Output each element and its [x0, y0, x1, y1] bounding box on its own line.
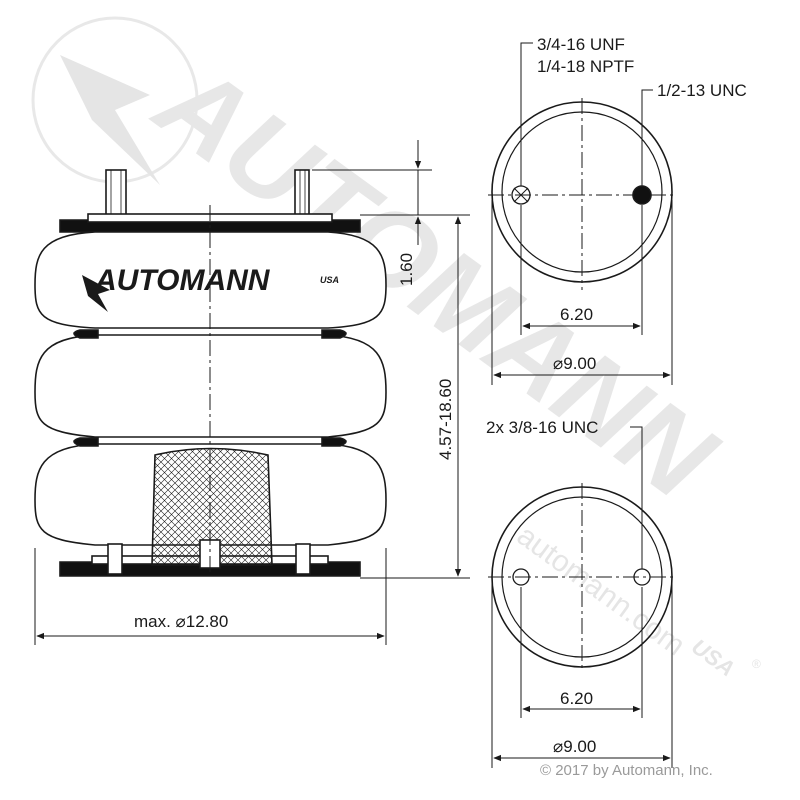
top-diameter-label: ⌀9.00 [553, 354, 596, 373]
girdle-ring-right-2 [321, 437, 347, 447]
bellows-logo: AUTOMANN USA [82, 264, 339, 312]
bottom-bolt-spacing-label: 6.20 [560, 689, 593, 708]
stud-hole-icon [632, 185, 652, 205]
stud-length-label: 1.60 [397, 253, 416, 286]
girdle-ring-left-1 [73, 329, 99, 339]
max-diameter-label: max. ⌀12.80 [134, 612, 228, 631]
port-label-1: 3/4-16 UNF [537, 35, 625, 54]
top-plate-view [488, 42, 676, 385]
bottom-thread-label: 2x 3/8-16 UNC [486, 418, 598, 437]
watermark-logo-mark [60, 55, 160, 185]
logo-text: AUTOMANN [94, 264, 271, 297]
side-view-dimensions [34, 140, 470, 645]
watermark-division: USA [687, 634, 739, 682]
height-range-label: 4.57-18.60 [436, 379, 455, 460]
watermark-registered-mark: ® [752, 657, 761, 671]
girdle-ring-right-1 [321, 329, 347, 339]
bottom-stud-right [295, 543, 311, 575]
bellows-middle [34, 334, 387, 438]
top-bolt-spacing-label: 6.20 [560, 305, 593, 324]
port-label-2: 1/4-18 NPTF [537, 57, 634, 76]
bottom-stud-left [107, 543, 123, 575]
side-view [34, 169, 387, 577]
bottom-bolt-hole-left-icon [512, 568, 530, 586]
girdle-ring-left-2 [73, 437, 99, 447]
piston [151, 447, 273, 566]
logo-mark [82, 275, 110, 312]
logo-suffix: USA [320, 275, 339, 285]
top-stud-thread-label: 1/2-13 UNC [657, 81, 747, 100]
copyright-text: © 2017 by Automann, Inc. [540, 762, 713, 779]
bottom-diameter-label: ⌀9.00 [553, 737, 596, 756]
bottom-plate-view [488, 426, 676, 768]
